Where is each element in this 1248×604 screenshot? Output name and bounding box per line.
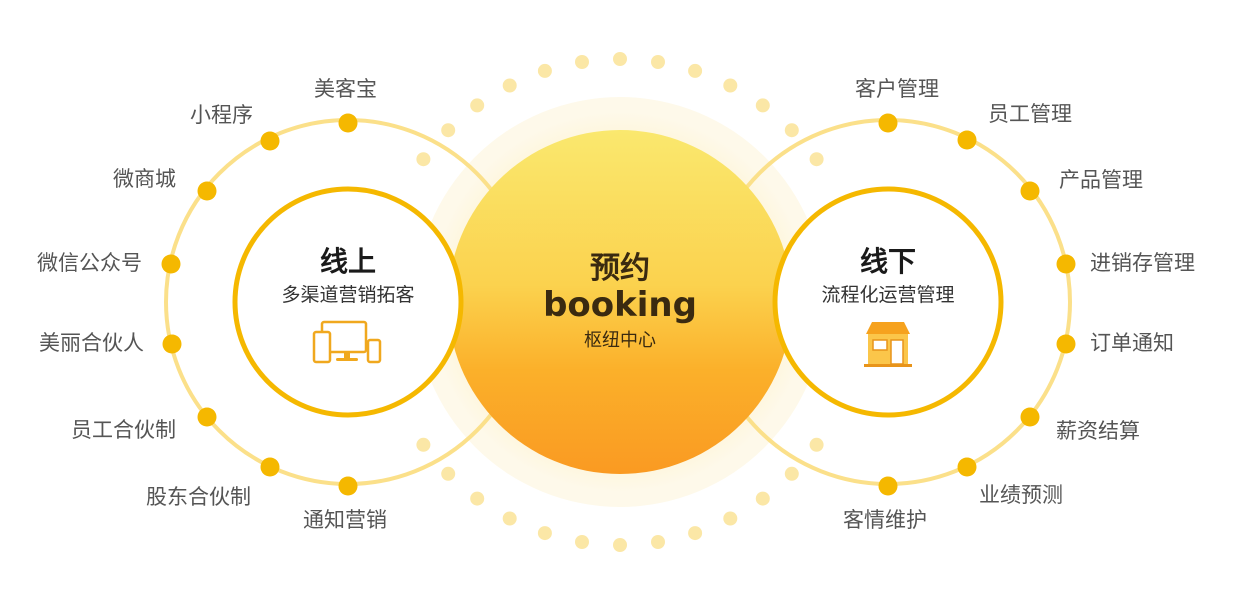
online-node-dot <box>197 407 217 427</box>
ring-dot <box>441 123 456 138</box>
offline-node-dot <box>1020 407 1040 427</box>
store-door-icon <box>890 339 904 365</box>
offline-item-label: 业绩预测 <box>979 483 1063 507</box>
ring-dot <box>651 535 665 549</box>
offline-title-text: 线下 <box>859 245 916 278</box>
online-item-label: 美丽合伙人 <box>39 331 144 355</box>
online-item-label: 股东合伙制 <box>146 485 251 509</box>
phone-icon <box>366 338 382 364</box>
ring-dot <box>575 55 589 69</box>
online-subtitle-text: 多渠道营销拓客 <box>281 284 415 306</box>
ring-dot <box>470 98 485 113</box>
online-item-label: 小程序 <box>190 103 253 127</box>
ring-dot <box>416 437 431 452</box>
center-title: 预约 <box>570 254 670 284</box>
monitor-base-icon <box>336 358 358 361</box>
offline-node-dot <box>957 130 977 150</box>
ring-dot <box>809 152 824 167</box>
ring-dot <box>441 466 456 481</box>
ring-dot <box>723 511 738 526</box>
center-caption: 枢纽中心 <box>560 332 680 350</box>
online-title-text: 线上 <box>319 245 376 278</box>
ring-dot <box>688 526 703 541</box>
ring-dot <box>688 63 703 78</box>
offline-node-dot <box>1056 254 1076 274</box>
ring-dot <box>651 55 665 69</box>
online-node-dot <box>161 254 181 274</box>
devices-icon <box>312 320 382 364</box>
offline-item-label: 产品管理 <box>1059 168 1143 192</box>
online-item-label: 通知营销 <box>303 508 387 532</box>
ring-dot <box>575 535 589 549</box>
ring-dot <box>755 98 770 113</box>
ring-dot <box>537 63 552 78</box>
center-title-text: 预约 <box>590 251 650 286</box>
store-icon <box>864 322 912 367</box>
online-item-label: 美客宝 <box>314 77 377 101</box>
online-subtitle: 多渠道营销拓客 <box>268 286 428 305</box>
online-circle <box>232 186 464 418</box>
ring-dot <box>537 526 552 541</box>
online-node-dot <box>162 334 182 354</box>
offline-subtitle-text: 流程化运营管理 <box>821 284 955 306</box>
online-item-label: 微商城 <box>113 167 176 191</box>
center-subtitle-en: booking <box>520 288 720 322</box>
offline-item-label: 客情维护 <box>843 508 927 532</box>
offline-title: 线下 <box>840 248 936 276</box>
monitor-stand-icon <box>344 352 350 358</box>
online-item-label: 微信公众号 <box>37 251 142 275</box>
center-booking-text: booking <box>543 285 697 325</box>
online-title: 线上 <box>300 248 396 276</box>
offline-item-label: 薪资结算 <box>1056 419 1140 443</box>
ring-dot <box>613 52 627 66</box>
center-dotted-ring <box>416 52 824 552</box>
tablet-icon <box>312 330 332 364</box>
ring-dot <box>502 511 517 526</box>
offline-subtitle: 流程化运营管理 <box>808 286 968 305</box>
online-node-dot <box>338 476 358 496</box>
offline-node-dot <box>878 113 898 133</box>
offline-item-label: 客户管理 <box>855 77 939 101</box>
store-roof-icon <box>866 322 910 334</box>
center-hub-circle <box>448 130 792 474</box>
offline-item-label: 员工管理 <box>988 102 1072 126</box>
ring-dot <box>723 78 738 93</box>
offline-node-dot <box>957 457 977 477</box>
ring-dot <box>784 466 799 481</box>
offline-item-label: 订单通知 <box>1090 331 1174 355</box>
offline-node-dot <box>1020 181 1040 201</box>
online-node-dot <box>197 181 217 201</box>
offline-node-dot <box>1056 334 1076 354</box>
ring-dot <box>416 152 431 167</box>
offline-item-label: 进销存管理 <box>1090 251 1195 275</box>
offline-circle <box>772 186 1004 418</box>
ring-dot <box>470 491 485 506</box>
center-caption-text: 枢纽中心 <box>584 330 656 351</box>
offline-node-dot <box>878 476 898 496</box>
store-ground-icon <box>864 364 912 367</box>
online-item-label: 员工合伙制 <box>71 418 176 442</box>
ring-dot <box>755 491 770 506</box>
online-node-dot <box>260 131 280 151</box>
ring-dot <box>809 437 824 452</box>
ring-dot <box>784 123 799 138</box>
ring-dot <box>502 78 517 93</box>
online-node-dot <box>338 113 358 133</box>
store-window-icon <box>872 339 888 351</box>
ring-dot <box>613 538 627 552</box>
online-node-dot <box>260 457 280 477</box>
